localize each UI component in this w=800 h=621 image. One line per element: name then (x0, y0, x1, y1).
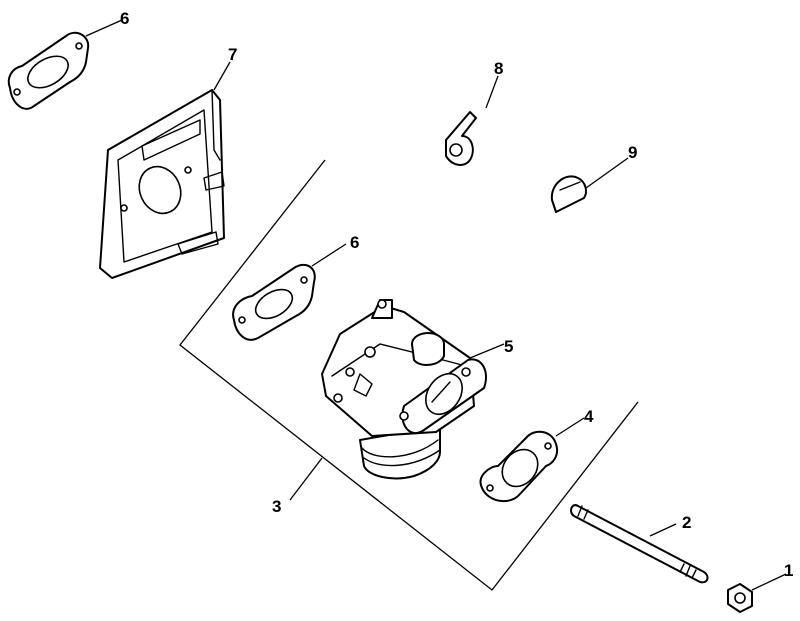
hex-nut[interactable] (727, 583, 753, 613)
callout-5: 5 (504, 337, 513, 356)
callout-6-top: 6 (120, 9, 129, 28)
flange-gasket[interactable] (479, 430, 558, 503)
gasket-middle[interactable] (232, 263, 316, 341)
leader-7 (213, 61, 231, 91)
leader-4 (555, 417, 585, 437)
leader-6a (85, 19, 123, 37)
clip[interactable] (445, 111, 477, 166)
callout-1: 1 (784, 561, 793, 580)
leader-2 (649, 523, 677, 537)
callout-7: 7 (228, 45, 237, 64)
leader-6b (311, 243, 347, 267)
choke-plate[interactable] (550, 175, 587, 213)
carburetor[interactable] (321, 299, 487, 480)
callout-6-middle: 6 (350, 233, 359, 252)
leader-5 (469, 343, 505, 359)
gasket-top-left[interactable] (7, 31, 90, 110)
callout-8: 8 (494, 59, 503, 78)
callout-9: 9 (628, 143, 637, 162)
callout-4: 4 (584, 407, 594, 426)
mounting-stud[interactable] (570, 504, 709, 584)
callout-2: 2 (682, 513, 691, 532)
callout-3: 3 (272, 497, 281, 516)
leader-1 (751, 573, 787, 591)
leader-9 (585, 157, 629, 189)
leader-3 (289, 457, 323, 501)
leader-8 (485, 75, 499, 109)
assembly-outline (179, 159, 639, 591)
air-cleaner-base[interactable] (99, 89, 225, 279)
